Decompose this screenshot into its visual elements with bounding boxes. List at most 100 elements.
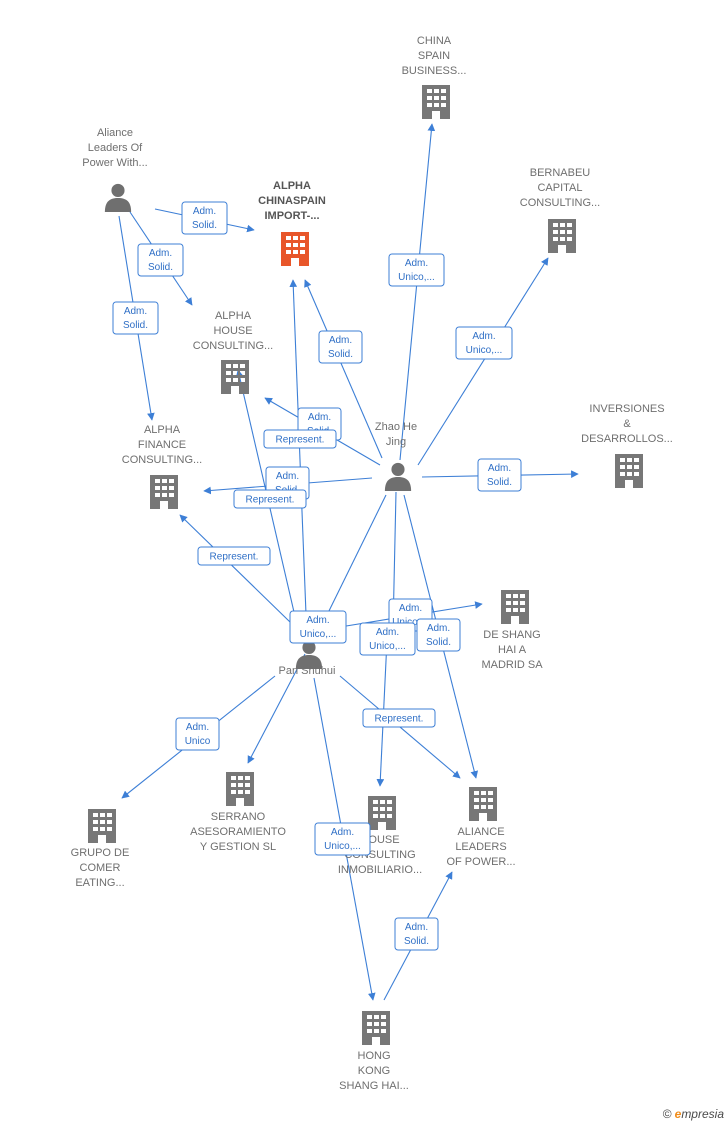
node-label-line: Leaders Of [88,142,143,154]
edge-label-text: Adm. [376,627,399,638]
node-serrano[interactable]: SERRANO ASESORAMIENTO Y GESTION SL [190,772,286,853]
node-label-line: ASESORAMIENTO [190,826,286,838]
edge-label-box [455,326,513,360]
node-label-line: SPAIN [418,50,450,62]
edge-label-l19[interactable]: Adm. Unico,... [314,822,371,856]
edge-label-text: Adm. [193,206,216,217]
node-label-line: Power With... [82,157,147,169]
node-alpha-chinaspain[interactable]: ALPHACHINASPAINIMPORT-... [258,180,326,266]
edge-label-l17[interactable]: Adm.Unico [175,717,220,751]
edge-pan-to-serrano [247,653,306,764]
edge-label-l5[interactable]: Adm.Unico,... [455,326,513,360]
edge-label-text: Adm. [308,412,331,423]
node-label-line: Jing [386,436,406,448]
edge-label-text: Unico [185,736,211,747]
edge-label-text: Solid. [123,320,148,331]
node-label-line: SERRANO [211,811,266,823]
node-label-line: & [623,418,631,430]
edge-label-text: Unico,... [398,272,435,283]
node-label-line: COMER [80,862,121,874]
node-label-line: FINANCE [138,439,186,451]
edge-label-text: Represent. [276,435,325,446]
node-pan[interactable]: Pan Shuhui [279,640,336,677]
edge-label-box [197,546,271,566]
edge-label-text: Unico,... [324,841,361,852]
node-label-line: BERNABEU [530,167,591,179]
edge-label-l1[interactable]: Adm. Solid. [181,201,228,235]
edge-label-box [112,301,159,335]
edge-label-text: Solid. [192,220,217,231]
edge-label-box [362,708,436,728]
edge-label-box [181,201,228,235]
person-icon [384,462,412,491]
empresia-brand: ©empresia [663,1107,724,1121]
node-label-line: INVERSIONES [589,403,664,415]
node-alpha-finance[interactable]: ALPHAFINANCECONSULTING... [122,424,202,509]
edge-label-l15[interactable]: Adm. Unico,... [359,622,416,656]
copyright-symbol: © [662,1107,672,1121]
node-label-line: Pan Shuhui [279,665,336,677]
edge-label-box [477,458,522,492]
node-label-line: HAI A [498,644,527,656]
node-label-line: ALPHA [215,310,252,322]
node-china-spain-business[interactable]: CHINASPAINBUSINESS... [402,35,467,119]
node-label-line: Y GESTION SL [200,841,276,853]
node-label-line: CONSULTING... [193,340,273,352]
edge-label-box [233,489,307,509]
edge-pan-to-alpha-chinaspain [289,279,308,641]
node-label-line: CONSULTING... [520,197,600,209]
edge-labels-layer: Adm. Solid. Adm. Solid. Adm. Solid. Adm. Unico,… [112,201,522,951]
node-label-line: BUSINESS... [402,65,467,77]
edge-label-box [314,822,371,856]
node-label-line: DESARROLLOS... [581,433,673,445]
building-icon [501,590,529,624]
edge-label-l20[interactable]: Adm.Solid. [394,917,439,951]
edge-label-text: Adm. [124,306,147,317]
edge-label-text: Adm. [405,922,428,933]
edge-zhao-to-china-spain [399,123,436,461]
brand-name: mpresia [681,1107,724,1121]
building-icon [221,360,249,394]
node-label-line: CAPITAL [537,182,582,194]
nodes-layer: CHINASPAINBUSINESS...BERNABEUCAPITALCONS… [71,35,673,1092]
edge-label-text: Unico,... [369,641,406,652]
edge-label-l3[interactable]: Adm. Solid. [112,301,159,335]
edge-label-l2[interactable]: Adm.Solid. [137,243,184,277]
edge-label-l11[interactable]: Adm.Solid. [477,458,522,492]
edge-label-box [388,253,445,287]
edge-label-l12[interactable]: Represent. [197,546,271,566]
edge-label-l8[interactable]: Represent. [263,429,337,449]
edge-label-text: Solid. [328,349,353,360]
edge-label-l10[interactable]: Represent. [233,489,307,509]
node-grupo[interactable]: GRUPO DE COMER EATING... [71,809,130,889]
node-bernabeu[interactable]: BERNABEU CAPITAL CONSULTING... [520,167,600,253]
edge-label-box [263,429,337,449]
edge-label-l6[interactable]: Adm.Solid. [318,330,363,364]
edge-label-l13[interactable]: Adm.Unico,... [289,610,347,644]
edge-label-l4[interactable]: Adm.Unico,... [388,253,445,287]
building-icon [88,809,116,843]
edge-label-l16[interactable]: Adm.Solid. [416,618,461,652]
edge-label-text: Represent. [375,714,424,725]
node-label-line: KONG [358,1065,390,1077]
node-label-line: ALIANCE [457,826,504,838]
edge-label-text: Adm. [331,827,354,838]
edge-label-text: Adm. [276,471,299,482]
edge-pan-to-alpha-finance [179,514,291,623]
node-label-line: INMOBILIARIO... [338,864,422,876]
building-icon [422,85,450,119]
node-label-line: GRUPO DE [71,847,130,859]
edge-zhao-to-alpha-chinaspain [304,279,383,459]
node-alpha-house[interactable]: ALPHAHOUSECONSULTING... [193,310,273,394]
building-icon [469,787,497,821]
node-label-line: EATING... [75,877,124,889]
building-icon [150,475,178,509]
edge-label-l18[interactable]: Represent. [362,708,436,728]
node-inversiones[interactable]: INVERSIONES & DESARROLLOS... [581,403,673,488]
